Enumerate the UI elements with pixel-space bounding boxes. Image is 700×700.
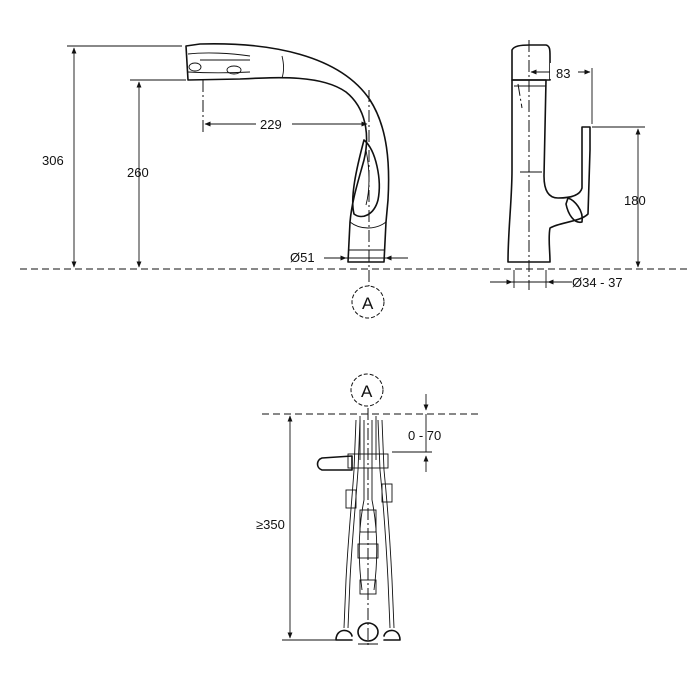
bottom-connectors — [335, 629, 401, 641]
fitting-center-2 — [357, 543, 379, 559]
section-a-callout-bottom — [350, 373, 384, 407]
side-head — [511, 44, 551, 81]
label-section-a-top: A — [362, 294, 374, 313]
hose-right — [377, 419, 395, 629]
label-reach: 229 — [260, 117, 282, 132]
label-deck-thickness: 0 - 70 — [408, 428, 441, 443]
fitting-center-3 — [359, 579, 377, 595]
hose-left — [343, 419, 361, 629]
faucet-spout — [185, 43, 390, 263]
label-base-diameter: Ø51 — [290, 250, 315, 265]
front-view: 306 260 229 Ø51 A — [42, 43, 408, 319]
label-hose-length: ≥350 — [256, 517, 285, 532]
label-handle-offset: 83 — [556, 66, 570, 81]
faucet-lever — [351, 139, 381, 218]
fitting-left — [345, 489, 357, 509]
side-view: 83 180 Ø34 - 37 — [490, 40, 646, 290]
spray-nozzle — [188, 62, 202, 72]
side-body — [507, 79, 591, 263]
label-outlet-height: 260 — [127, 165, 149, 180]
fitting-right — [381, 483, 393, 503]
hose-weight — [357, 622, 379, 642]
side-lever-knob — [565, 197, 584, 224]
label-hole-diameter: Ø34 - 37 — [572, 275, 623, 290]
installation-view: A 0 - 70 ≥350 — [256, 373, 478, 648]
fixing-bracket — [316, 455, 353, 471]
fitting-center-1 — [359, 509, 377, 533]
spray-button — [226, 65, 242, 75]
label-total-height: 306 — [42, 153, 64, 168]
label-handle-height: 180 — [624, 193, 646, 208]
section-a-callout-top — [351, 285, 385, 319]
faucet-base — [348, 221, 387, 251]
label-section-a-bottom: A — [361, 382, 373, 401]
spray-head — [187, 52, 284, 79]
hose-center — [358, 420, 378, 591]
